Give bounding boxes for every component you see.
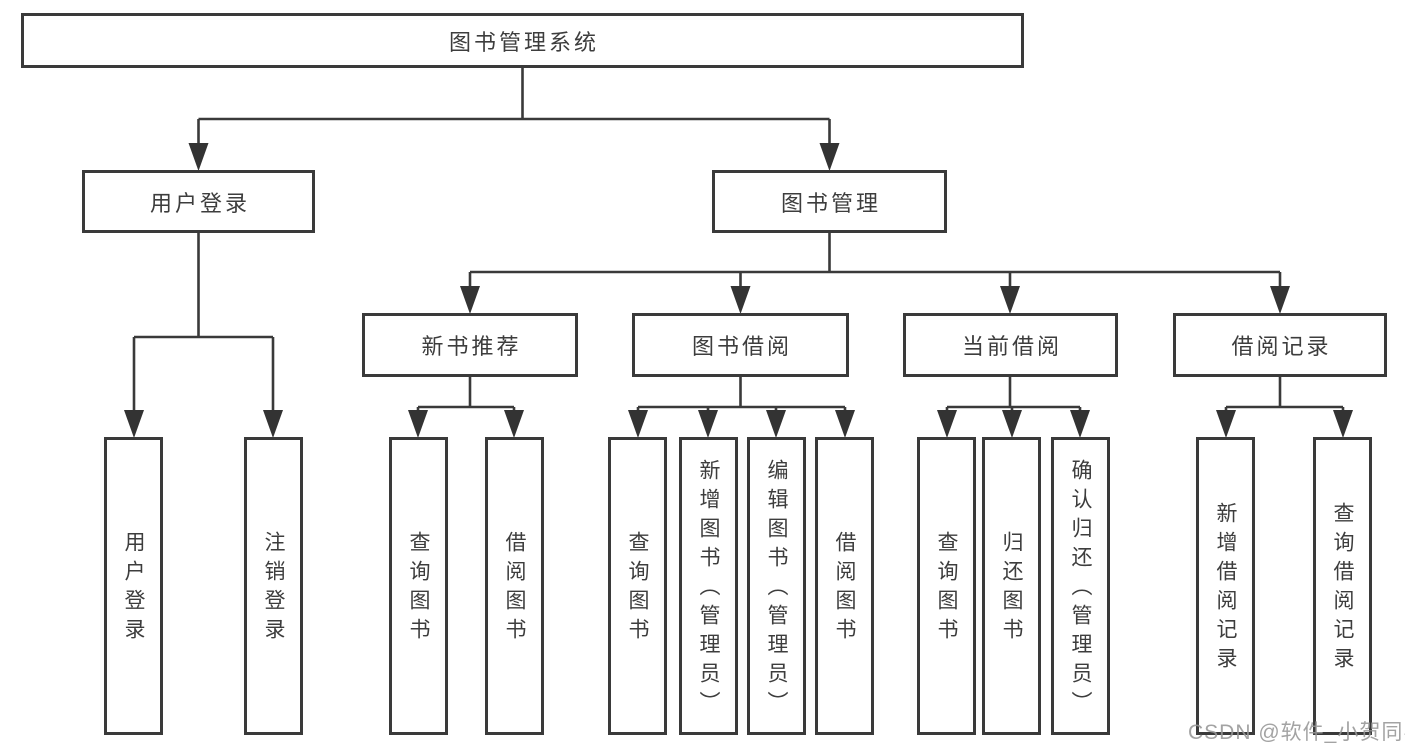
connector-root-to-level2 xyxy=(188,68,840,171)
node-current-borrowing: 当前借阅 xyxy=(903,313,1118,377)
node-user-login: 用户登录 xyxy=(82,170,315,233)
leaf-user-login: 用户登录 xyxy=(104,437,163,735)
connector-userlogin-to-leaves xyxy=(124,233,283,438)
leaf-borrow-books: 借阅图书 xyxy=(815,437,874,735)
leaf-add-borrow-record: 新增借阅记录 xyxy=(1196,437,1255,735)
leaf-query-books-current: 查询图书 xyxy=(917,437,976,735)
connector-records-to-leaves xyxy=(1216,377,1353,438)
node-borrowing-records: 借阅记录 xyxy=(1173,313,1387,377)
connector-bookborrow-to-leaves xyxy=(628,377,855,438)
leaf-query-books-borrow: 查询图书 xyxy=(608,437,667,735)
connector-currborrow-to-leaves xyxy=(937,377,1090,438)
leaf-logout: 注销登录 xyxy=(244,437,303,735)
leaf-query-books-recommend: 查询图书 xyxy=(389,437,448,735)
watermark: CSDN @软件_小贺同学 xyxy=(1188,721,1405,744)
node-book-management: 图书管理 xyxy=(712,170,947,233)
connector-bookmgmt-to-level3 xyxy=(460,233,1290,314)
leaf-confirm-return-admin: 确认归还（管理员） xyxy=(1051,437,1110,735)
node-new-book-recommendation: 新书推荐 xyxy=(362,313,578,377)
leaf-return-books: 归还图书 xyxy=(982,437,1041,735)
leaf-edit-books-admin: 编辑图书（管理员） xyxy=(747,437,806,735)
connector-newbook-to-leaves xyxy=(408,377,524,438)
leaf-borrow-books-recommend: 借阅图书 xyxy=(485,437,544,735)
node-library-management-system: 图书管理系统 xyxy=(21,13,1024,68)
leaf-query-borrow-record: 查询借阅记录 xyxy=(1313,437,1372,735)
leaf-add-books-admin: 新增图书（管理员） xyxy=(679,437,738,735)
node-book-borrowing: 图书借阅 xyxy=(632,313,849,377)
